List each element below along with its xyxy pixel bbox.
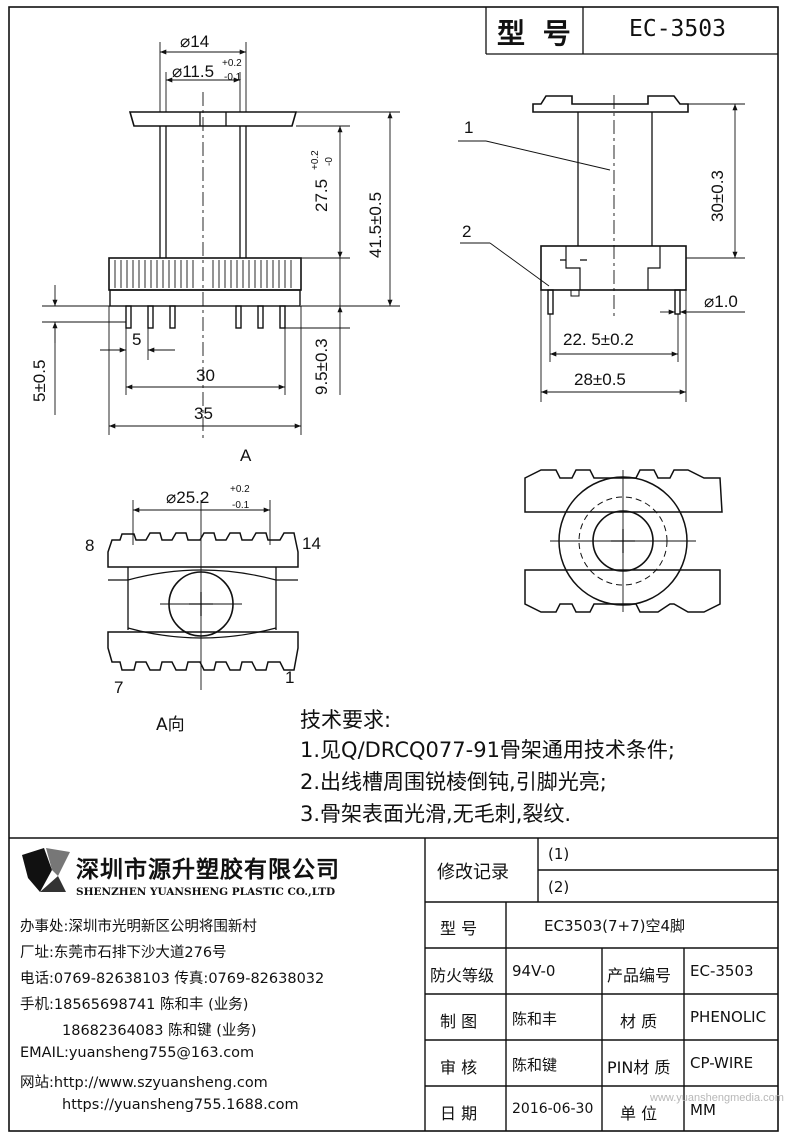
title-block-grid <box>9 837 778 1131</box>
material-value: PHENOLIC <box>690 1008 767 1026</box>
company-logo <box>22 848 70 892</box>
bottom-view-a <box>107 500 299 690</box>
dim-pin-span: 30 <box>196 366 215 385</box>
front-view-dimensions <box>458 103 745 402</box>
model-field-value: EC3503(7+7)空4脚 <box>544 917 686 935</box>
top-plan-view <box>524 469 723 613</box>
company-website: 网站:http://www.szyuansheng.com <box>20 1075 268 1091</box>
header-box <box>485 7 778 55</box>
company-email: EMAIL:yuansheng755@163.com <box>20 1045 255 1061</box>
company-name-en: SHENZHEN YUANSHENG PLASTIC CO.,LTD <box>76 886 336 898</box>
revision-label: 修改记录 <box>437 862 509 883</box>
dim-base-width: 35 <box>194 404 213 423</box>
date-label: 日 期 <box>440 1104 478 1123</box>
material-label: 材 质 <box>620 1012 658 1031</box>
product-no-value: EC-3503 <box>690 962 754 980</box>
dim-inner-tol-upper: +0.2 <box>222 58 242 69</box>
side-view-label: A <box>240 446 252 465</box>
dim-pin-offset: 5±0.5 <box>30 359 49 402</box>
dim-pin-pitch: 5 <box>132 330 142 349</box>
company-phone: 电话:0769-82638103 传真:0769-82638032 <box>20 971 325 987</box>
fire-rating-value: 94V-0 <box>512 962 556 980</box>
dim-inner-height: 27.5 <box>312 178 331 212</box>
checked-by-value: 陈和键 <box>512 1056 558 1074</box>
dim-bottom-tol-upper: +0.2 <box>230 484 250 495</box>
callout-1: 1 <box>464 118 474 137</box>
requirement-item: 2.出线槽周围锐棱倒钝,引脚光亮; <box>300 770 607 794</box>
company-website: https://yuansheng755.1688.com <box>62 1097 299 1113</box>
fire-rating-label: 防火等级 <box>430 966 495 985</box>
dim-inner-tol-lower: -0.1 <box>224 72 242 83</box>
requirements-title: 技术要求: <box>300 708 392 732</box>
product-no-label: 产品编号 <box>607 966 672 985</box>
company-mobile: 手机:18565698741 陈和丰 (业务) <box>20 997 249 1013</box>
dim-inner-diameter: ⌀11.5 <box>172 62 215 81</box>
dim-total-height: 41.5±0.5 <box>366 191 385 258</box>
pin-label-8: 8 <box>85 536 95 555</box>
company-mobile: 18682364083 陈和键 (业务) <box>62 1023 257 1039</box>
dim-pin-length: 9.5±0.3 <box>312 338 331 395</box>
unit-value: MM <box>690 1101 716 1119</box>
pin-label-1: 1 <box>285 668 295 687</box>
front-view <box>532 95 689 320</box>
requirement-item: 1.见Q/DRCQ077-91骨架通用技术条件; <box>300 738 676 762</box>
side-view <box>108 92 302 440</box>
dim-outer-diameter: ⌀14 <box>180 32 210 51</box>
side-view-dimensions <box>42 42 400 435</box>
dim-inner-height-tol-upper: +0.2 <box>310 150 321 170</box>
pin-label-7: 7 <box>114 678 124 697</box>
revision-1: (1) <box>548 845 570 863</box>
dim-bottom-diameter: ⌀25.2 <box>166 488 210 507</box>
sheet-border <box>8 6 779 1132</box>
pin-label-14: 14 <box>302 534 321 553</box>
pin-material-label: PIN材 质 <box>607 1058 671 1077</box>
dim-front-width: 28±0.5 <box>574 370 626 389</box>
model-field-label: 型 号 <box>440 919 478 938</box>
dim-front-pin-span: 22. 5±0.2 <box>563 330 634 349</box>
company-name-cn: 深圳市源升塑胶有限公司 <box>76 857 340 883</box>
revision-2: (2) <box>548 878 570 896</box>
drawn-by-label: 制 图 <box>440 1012 478 1031</box>
dim-bottom-tol-lower: -0.1 <box>232 500 250 511</box>
date-value: 2016-06-30 <box>512 1101 594 1117</box>
dim-pin-diameter: ⌀1.0 <box>704 292 738 311</box>
requirement-item: 3.骨架表面光滑,无毛刺,裂纹. <box>300 802 572 826</box>
company-factory: 厂址:东莞市石排下沙大道276号 <box>20 945 227 961</box>
pin-material-value: CP-WIRE <box>690 1054 754 1072</box>
model-label: 型 号 <box>497 17 575 50</box>
drawn-by-value: 陈和丰 <box>512 1010 558 1028</box>
watermark-text: www.yuanshengmedia.com <box>650 1092 784 1104</box>
company-office: 办事处:深圳市光明新区公明将围新村 <box>20 919 257 935</box>
model-code: EC-3503 <box>629 16 726 42</box>
checked-by-label: 审 核 <box>440 1058 478 1077</box>
dim-front-height: 30±0.3 <box>708 170 727 222</box>
dim-inner-height-tol-lower: -0 <box>324 157 335 166</box>
unit-label: 单 位 <box>620 1104 658 1123</box>
bottom-view-label: A向 <box>156 715 185 735</box>
callout-2: 2 <box>462 222 472 241</box>
